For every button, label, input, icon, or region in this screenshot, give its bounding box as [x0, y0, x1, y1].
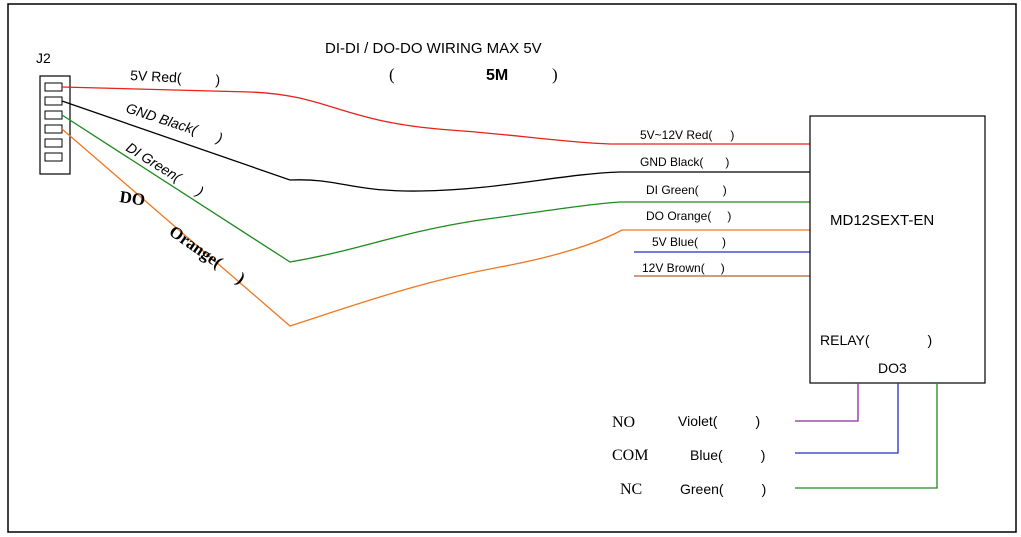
title-line2-close: )	[552, 65, 558, 84]
relay-wire-label-nc: Green()	[680, 481, 766, 497]
module-box	[809, 115, 986, 384]
module-wire-label-2: GND Black()	[640, 155, 729, 169]
module-wire-label-6: 12V Brown()	[642, 261, 725, 275]
left-wire-label-5v: 5V Red()	[130, 67, 221, 88]
wire-5v-red	[61, 86, 810, 145]
wire-gnd-black	[61, 100, 810, 192]
relay-pin-com: COM	[612, 447, 648, 464]
relay-wire-com-blue	[795, 383, 899, 454]
wire-do-orange	[61, 128, 810, 327]
title-line1: DI-DI / DO-DO WIRING MAX 5V	[325, 40, 542, 57]
relay-wire-label-no: Violet()	[678, 413, 760, 429]
connector-label: J2	[36, 50, 51, 66]
left-wire-label-orange: Orange()	[166, 222, 249, 288]
module-relay-sub: DO3	[878, 360, 907, 376]
connector-pin-6	[44, 152, 63, 162]
diagram-frame	[7, 3, 1017, 533]
module-wire-label-4: DO Orange()	[646, 209, 731, 223]
wire-di-green	[61, 114, 810, 263]
module-name: MD12SEXT-EN	[830, 212, 934, 229]
module-relay-label: RELAY()	[820, 332, 932, 348]
relay-wire-no-violet	[795, 383, 859, 422]
relay-wire-nc-green	[795, 383, 938, 489]
module-wire-label-5: 5V Blue()	[652, 235, 726, 249]
relay-pin-nc: NC	[620, 481, 642, 498]
module-wire-label-3: DI Green()	[646, 183, 727, 197]
connector-block	[39, 75, 71, 175]
module-wire-label-1: 5V~12V Red()	[640, 128, 734, 142]
title-line2-open: (	[389, 65, 395, 84]
relay-pin-no: NO	[612, 414, 635, 431]
left-wire-label-gnd: GND Black()	[124, 100, 225, 146]
left-wire-label-do: DO	[118, 187, 146, 209]
title-line2-value: 5M	[486, 67, 508, 84]
relay-wire-label-com: Blue()	[690, 447, 765, 463]
connector-pin-5	[44, 138, 63, 148]
